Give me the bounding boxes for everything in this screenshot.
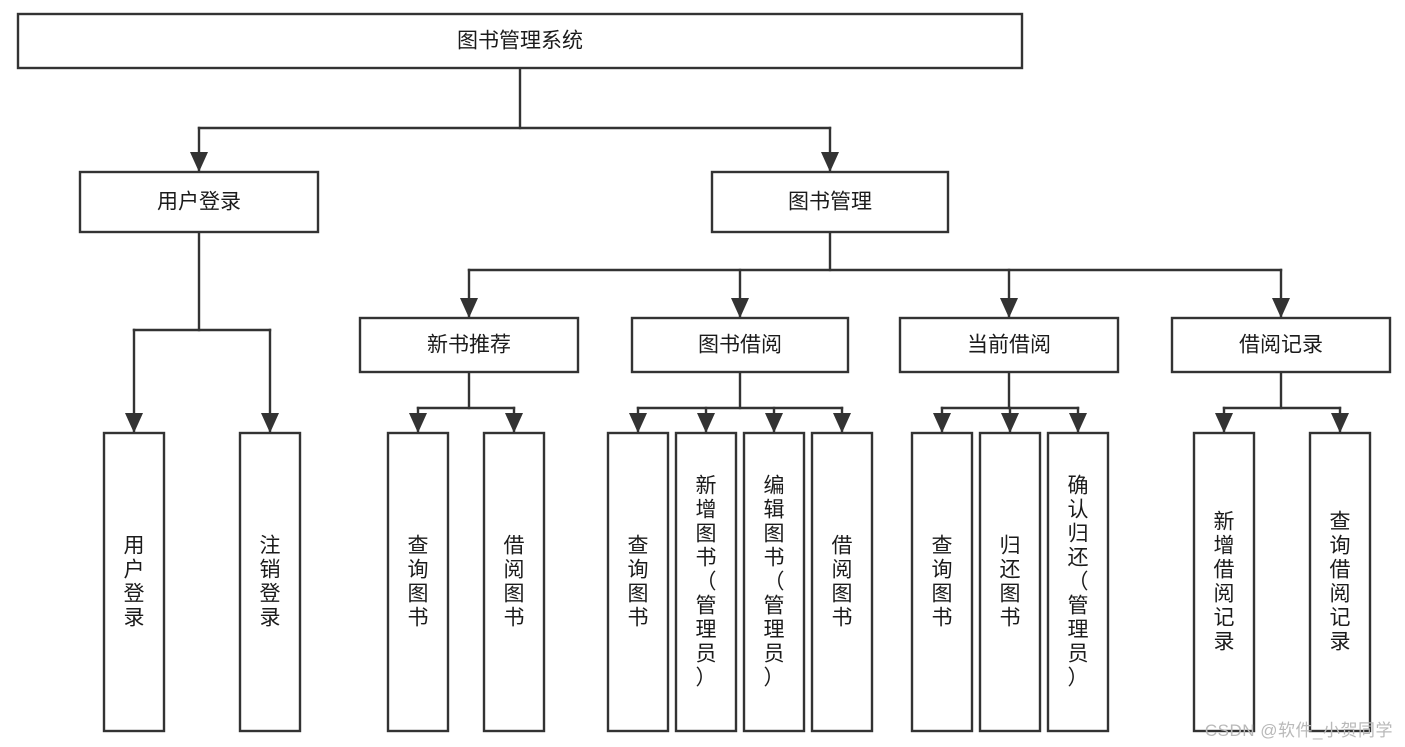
node-box[interactable] [1308, 431, 1372, 733]
arrow-head [125, 413, 143, 433]
node-label: 归还图书 [1000, 535, 1021, 630]
arrow-head [765, 413, 783, 433]
node-box[interactable] [630, 316, 850, 374]
node-label: 查询图书 [408, 535, 429, 630]
node-leaf-用户登录-0[interactable]: 用户登录 [102, 431, 166, 733]
arrow-head [933, 413, 951, 433]
node-box[interactable] [606, 431, 670, 733]
connector-group-当前借阅 [933, 370, 1087, 433]
node-box[interactable] [742, 431, 806, 733]
arrow-head [833, 413, 851, 433]
node-box[interactable] [102, 431, 166, 733]
node-label: 用户登录 [124, 535, 145, 630]
node-label: 查询图书 [932, 535, 953, 630]
connector-group-图书借阅 [629, 370, 851, 433]
node-leaf-查询借阅记录-12[interactable]: 查询借阅记录 [1308, 431, 1372, 733]
arrow-head [1000, 298, 1018, 318]
node-box[interactable] [674, 431, 738, 733]
node-box[interactable] [238, 431, 302, 733]
connector-group-用户登录 [125, 230, 279, 433]
node-leaf-借阅图书-7[interactable]: 借阅图书 [810, 431, 874, 733]
node-box[interactable] [1192, 431, 1256, 733]
arrow-head [1272, 298, 1290, 318]
node-box[interactable] [386, 431, 450, 733]
node-box[interactable] [710, 170, 950, 234]
node-level2-用户登录-0[interactable]: 用户登录 [78, 170, 320, 234]
arrow-head [409, 413, 427, 433]
node-leaf-借阅图书-3[interactable]: 借阅图书 [482, 431, 546, 733]
arrow-head [505, 413, 523, 433]
node-leaf-新增图书管理员-5[interactable]: 新增图书（管理员） [674, 431, 738, 733]
node-box[interactable] [978, 431, 1042, 733]
node-label: 新增图书（管理员） [696, 475, 717, 690]
node-level3-新书推荐-0[interactable]: 新书推荐 [358, 316, 580, 374]
node-label: 图书管理系统 [457, 30, 583, 53]
node-leaf-归还图书-9[interactable]: 归还图书 [978, 431, 1042, 733]
connector-group-新书推荐 [409, 370, 523, 433]
connector-group-图书管理系统 [190, 66, 839, 172]
node-layer: 图书管理系统用户登录图书管理新书推荐图书借阅当前借阅借阅记录用户登录注销登录查询… [16, 12, 1392, 733]
node-box[interactable] [358, 316, 580, 374]
arrow-head [460, 298, 478, 318]
connector-group-借阅记录 [1215, 370, 1349, 433]
node-leaf-编辑图书管理员-6[interactable]: 编辑图书（管理员） [742, 431, 806, 733]
node-label: 确认归还（管理员） [1068, 475, 1089, 690]
arrow-head [1215, 413, 1233, 433]
node-label: 借阅记录 [1239, 334, 1323, 357]
node-leaf-确认归还管理员-10[interactable]: 确认归还（管理员） [1046, 431, 1110, 733]
connector-group-图书管理 [460, 230, 1290, 318]
node-label: 查询图书 [628, 535, 649, 630]
node-label: 借阅图书 [832, 535, 853, 630]
arrow-head [629, 413, 647, 433]
node-level3-当前借阅-2[interactable]: 当前借阅 [898, 316, 1120, 374]
arrow-head [1001, 413, 1019, 433]
node-box[interactable] [898, 316, 1120, 374]
node-label: 图书管理 [788, 191, 872, 214]
node-box[interactable] [1170, 316, 1392, 374]
node-label: 编辑图书（管理员） [764, 475, 785, 690]
node-box[interactable] [482, 431, 546, 733]
node-box[interactable] [1046, 431, 1110, 733]
node-level3-借阅记录-3[interactable]: 借阅记录 [1170, 316, 1392, 374]
node-level2-图书管理-1[interactable]: 图书管理 [710, 170, 950, 234]
node-leaf-注销登录-1[interactable]: 注销登录 [238, 431, 302, 733]
arrow-head [190, 152, 208, 172]
node-leaf-查询图书-8[interactable]: 查询图书 [910, 431, 974, 733]
node-box[interactable] [16, 12, 1024, 70]
node-label: 新书推荐 [427, 334, 511, 357]
node-leaf-查询图书-4[interactable]: 查询图书 [606, 431, 670, 733]
node-label: 查询借阅记录 [1330, 511, 1351, 654]
node-label: 用户登录 [157, 191, 241, 214]
connector-layer [125, 66, 1349, 433]
arrow-head [731, 298, 749, 318]
node-label: 注销登录 [260, 535, 281, 630]
node-label: 图书借阅 [698, 334, 782, 357]
arrow-head [1069, 413, 1087, 433]
node-box[interactable] [78, 170, 320, 234]
arrow-head [697, 413, 715, 433]
node-leaf-查询图书-2[interactable]: 查询图书 [386, 431, 450, 733]
node-label: 当前借阅 [967, 334, 1051, 357]
arrow-head [821, 152, 839, 172]
arrow-head [261, 413, 279, 433]
node-root-图书管理系统-0[interactable]: 图书管理系统 [16, 12, 1024, 70]
node-box[interactable] [910, 431, 974, 733]
node-leaf-新增借阅记录-11[interactable]: 新增借阅记录 [1192, 431, 1256, 733]
node-label: 借阅图书 [504, 535, 525, 630]
arrow-head [1331, 413, 1349, 433]
node-box[interactable] [810, 431, 874, 733]
node-label: 新增借阅记录 [1214, 511, 1235, 654]
node-level3-图书借阅-1[interactable]: 图书借阅 [630, 316, 850, 374]
